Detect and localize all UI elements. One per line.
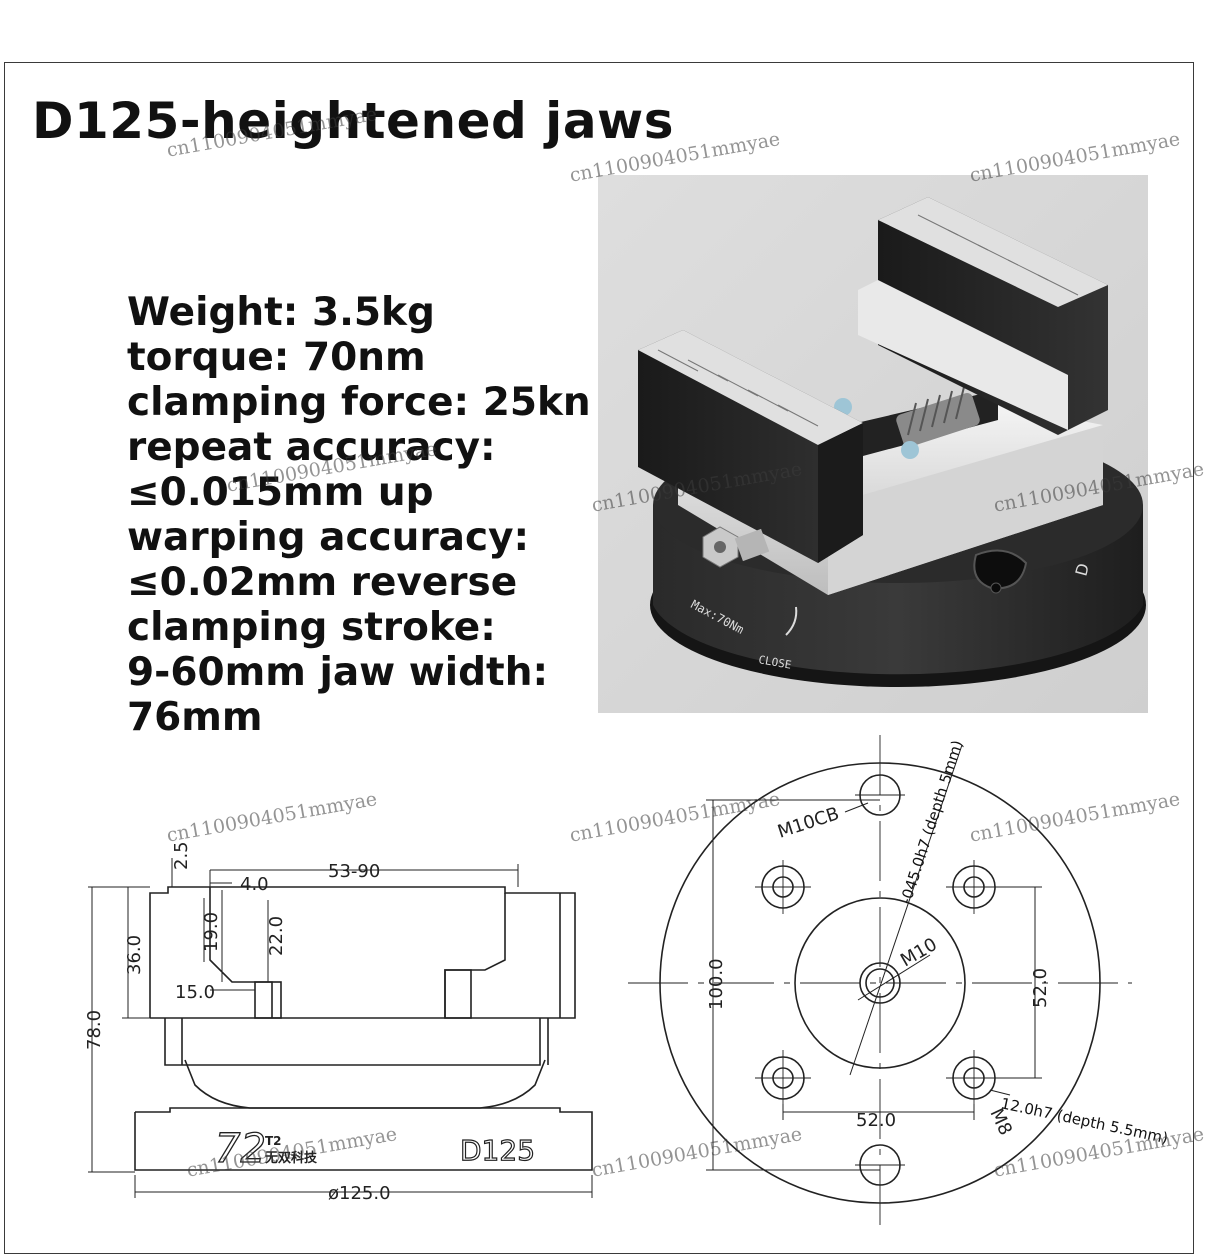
spec-line: warping accuracy: bbox=[127, 515, 530, 560]
close-arrow bbox=[785, 606, 798, 636]
spec-line: ≤0.015mm up bbox=[127, 470, 434, 515]
spec-line: 76mm bbox=[127, 695, 263, 740]
dowel-pin bbox=[901, 441, 919, 459]
hex-bolt bbox=[702, 526, 770, 568]
spec-list: Weight: 3.5kg torque: 70nm clamping forc… bbox=[127, 290, 597, 740]
vise-body-side bbox=[828, 425, 1103, 595]
base-small-hole bbox=[990, 582, 1002, 594]
content-frame bbox=[4, 62, 1194, 1254]
jaw-serrations bbox=[657, 214, 1079, 427]
spec-line: ≤0.02mm reverse bbox=[127, 560, 518, 605]
spec-line: torque: 70nm bbox=[127, 335, 426, 380]
spec-line: repeat accuracy: bbox=[127, 425, 496, 470]
page-title: D125-heightened jaws bbox=[32, 92, 675, 150]
close-marking: CLOSE bbox=[757, 653, 792, 672]
side-marking: D bbox=[1072, 561, 1094, 578]
front-jaw bbox=[638, 330, 863, 563]
vise-product-image: Max:70Nm CLOSE D bbox=[598, 175, 1148, 713]
spec-line: clamping stroke: bbox=[127, 605, 496, 650]
base-hole bbox=[973, 549, 1028, 590]
lead-screw bbox=[896, 386, 980, 447]
spec-line: 9-60mm jaw width: bbox=[127, 650, 549, 695]
spec-line: Weight: 3.5kg bbox=[127, 290, 435, 335]
spec-line: clamping force: 25kn bbox=[127, 380, 591, 425]
